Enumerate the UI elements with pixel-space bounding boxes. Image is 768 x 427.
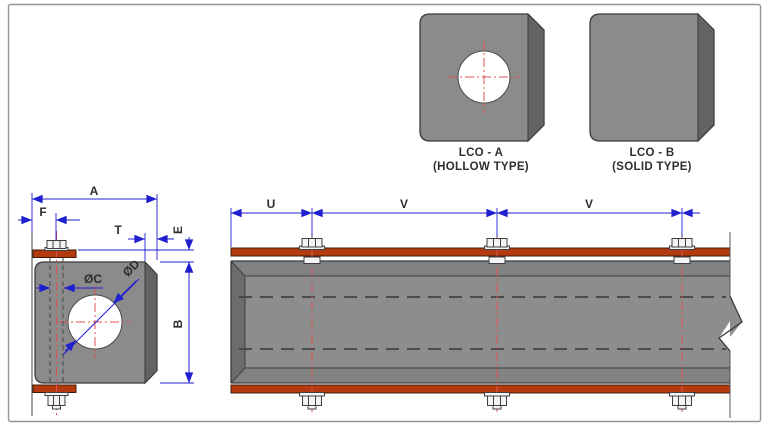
sheet-border bbox=[7, 3, 762, 423]
svg-text:A: A bbox=[90, 184, 99, 198]
dimension-U-label: U bbox=[267, 197, 276, 211]
beam-top-bevel bbox=[231, 261, 730, 276]
bolt-head-side bbox=[44, 240, 69, 251]
clamp-block-side-face bbox=[144, 260, 158, 385]
lco-b-side-face bbox=[697, 12, 715, 143]
side-view: A F T E B bbox=[18, 184, 194, 417]
lco-a-subtitle: (HOLLOW TYPE) bbox=[433, 161, 529, 173]
lco-a-side-face bbox=[527, 12, 545, 143]
dimension-A: A bbox=[31, 184, 158, 260]
plan-view: U V V bbox=[230, 197, 743, 418]
beam-bottom-bevel bbox=[231, 368, 730, 383]
bottom-flange-side bbox=[32, 384, 77, 393]
lco-b-title: LCO - B bbox=[630, 147, 675, 159]
lco-a-title: LCO - A bbox=[459, 147, 503, 159]
bolt2-nut bbox=[484, 392, 510, 410]
break-symbol bbox=[718, 232, 743, 418]
beam-face bbox=[231, 261, 730, 383]
dimension-T: T bbox=[114, 223, 174, 261]
lco-b-block-view: LCO - B (SOLID TYPE) bbox=[589, 12, 715, 173]
bolt3-nut bbox=[669, 392, 695, 410]
bottom-flange-plan bbox=[230, 384, 731, 394]
lco-a-block-view: LCO - A (HOLLOW TYPE) bbox=[419, 12, 545, 173]
dimension-B: B bbox=[160, 262, 194, 384]
dimension-F: F bbox=[18, 205, 80, 241]
svg-text:B: B bbox=[171, 319, 185, 328]
svg-text:T: T bbox=[114, 223, 122, 237]
dimension-chain-UVV: U V V bbox=[230, 197, 700, 247]
lco-b-body bbox=[589, 13, 715, 142]
dimension-V1-label: V bbox=[400, 197, 408, 211]
dimension-C: ØC bbox=[36, 272, 103, 293]
lco-b-subtitle: (SOLID TYPE) bbox=[612, 161, 692, 173]
bolt1-nut bbox=[299, 392, 325, 410]
bolt-nut-side bbox=[44, 392, 69, 410]
svg-text:F: F bbox=[39, 205, 46, 219]
svg-text:E: E bbox=[171, 226, 185, 234]
svg-text:ØC: ØC bbox=[84, 272, 102, 286]
top-flange-side bbox=[32, 249, 77, 258]
beam-end-face bbox=[231, 261, 245, 383]
dimension-V2-label: V bbox=[585, 197, 593, 211]
